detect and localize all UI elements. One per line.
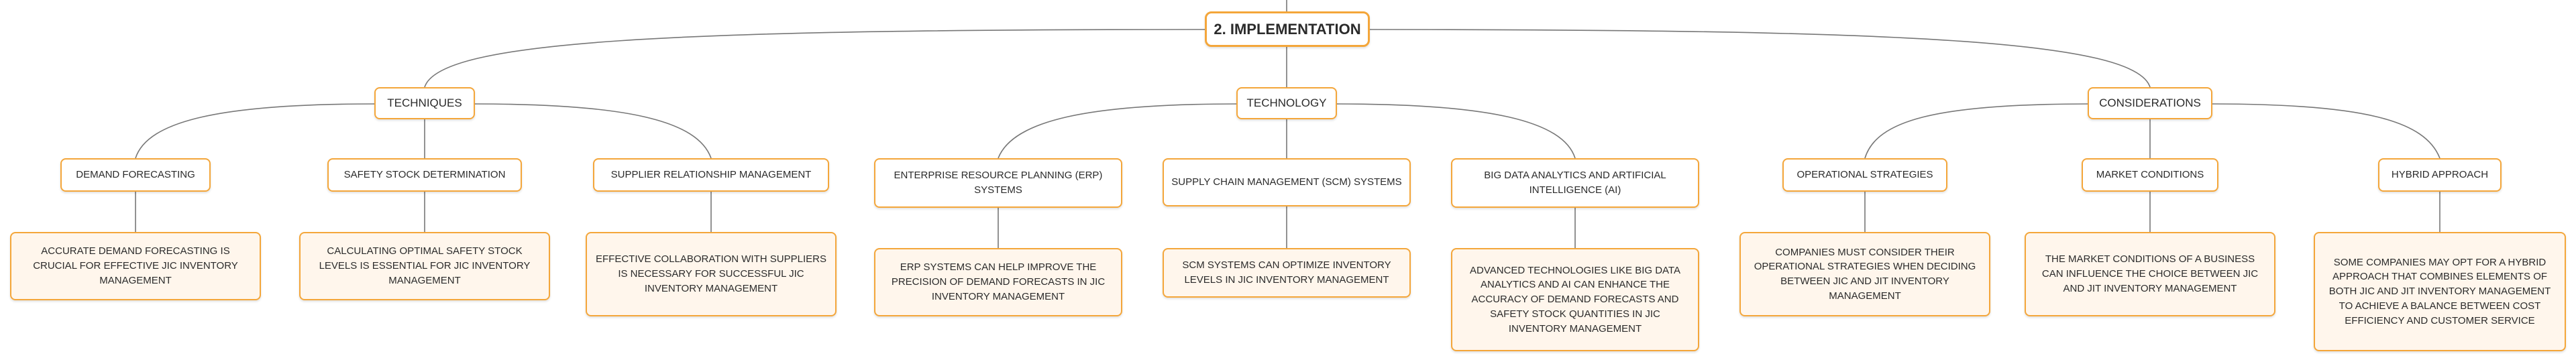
- connector-technology-erp: [998, 103, 1237, 159]
- connector-technology-bigdata: [1336, 103, 1576, 159]
- connector-techniques-supplier: [474, 103, 712, 159]
- node-hybrid-approach[interactable]: HYBRID APPROACH: [2378, 158, 2502, 192]
- detail-safety-stock-determination[interactable]: CALCULATING OPTIMAL SAFETY STOCK LEVELS …: [299, 232, 550, 300]
- detail-erp-systems[interactable]: ERP SYSTEMS CAN HELP IMPROVE THE PRECISI…: [874, 248, 1122, 316]
- branch-considerations[interactable]: CONSIDERATIONS: [2088, 87, 2212, 119]
- connector-root-considerations: [1366, 29, 2151, 88]
- detail-demand-forecasting[interactable]: ACCURATE DEMAND FORECASTING IS CRUCIAL F…: [10, 232, 261, 300]
- connector-techniques-demand: [135, 103, 375, 159]
- node-scm-systems[interactable]: SUPPLY CHAIN MANAGEMENT (SCM) SYSTEMS: [1163, 158, 1411, 206]
- node-demand-forecasting[interactable]: DEMAND FORECASTING: [60, 158, 211, 192]
- node-supplier-relationship-management[interactable]: SUPPLIER RELATIONSHIP MANAGEMENT: [593, 158, 829, 192]
- detail-supplier-relationship-management[interactable]: EFFECTIVE COLLABORATION WITH SUPPLIERS I…: [586, 232, 837, 316]
- node-erp-systems[interactable]: ENTERPRISE RESOURCE PLANNING (ERP) SYSTE…: [874, 158, 1122, 208]
- root-node-implementation[interactable]: 2. IMPLEMENTATION: [1205, 11, 1370, 47]
- node-big-data-ai[interactable]: BIG DATA ANALYTICS AND ARTIFICIAL INTELL…: [1451, 158, 1699, 208]
- detail-big-data-ai[interactable]: ADVANCED TECHNOLOGIES LIKE BIG DATA ANAL…: [1451, 248, 1699, 351]
- detail-operational-strategies[interactable]: COMPANIES MUST CONSIDER THEIR OPERATIONA…: [1739, 232, 1990, 316]
- node-market-conditions[interactable]: MARKET CONDITIONS: [2082, 158, 2218, 192]
- node-operational-strategies[interactable]: OPERATIONAL STRATEGIES: [1782, 158, 1947, 192]
- connector-considerations-operational: [1864, 103, 2088, 159]
- detail-hybrid-approach[interactable]: SOME COMPANIES MAY OPT FOR A HYBRID APPR…: [2314, 232, 2566, 351]
- connector-root-techniques: [424, 29, 1207, 88]
- branch-technology[interactable]: TECHNOLOGY: [1236, 87, 1337, 119]
- branch-techniques[interactable]: TECHNIQUES: [374, 87, 475, 119]
- detail-scm-systems[interactable]: SCM SYSTEMS CAN OPTIMIZE INVENTORY LEVEL…: [1163, 248, 1411, 298]
- detail-market-conditions[interactable]: THE MARKET CONDITIONS OF A BUSINESS CAN …: [2025, 232, 2275, 316]
- connector-considerations-hybrid: [2212, 103, 2440, 159]
- node-safety-stock-determination[interactable]: SAFETY STOCK DETERMINATION: [327, 158, 522, 192]
